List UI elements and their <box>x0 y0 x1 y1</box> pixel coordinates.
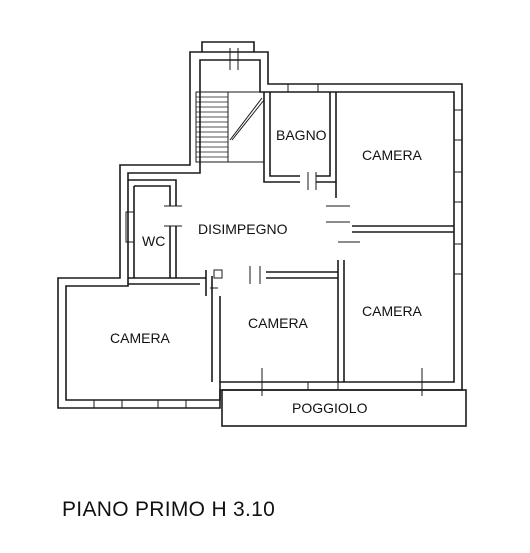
windows <box>93 83 463 409</box>
room-label-disimpegno: DISIMPEGNO <box>198 221 288 237</box>
room-label-camera-center: CAMERA <box>248 315 309 331</box>
floor-title: PIANO PRIMO H 3.10 <box>62 498 276 521</box>
room-label-camera-right: CAMERA <box>362 303 423 319</box>
room-label-wc: WC <box>142 233 165 249</box>
room-label-poggiolo: POGGIOLO <box>292 400 368 416</box>
room-label-camera-left: CAMERA <box>110 330 171 346</box>
room-label-camera-top-right: CAMERA <box>362 147 423 163</box>
stair-balcony <box>201 41 255 70</box>
doors <box>164 172 360 289</box>
staircase <box>195 91 265 163</box>
poggiolo-balcony <box>221 389 467 427</box>
room-label-bagno: BAGNO <box>276 127 327 143</box>
